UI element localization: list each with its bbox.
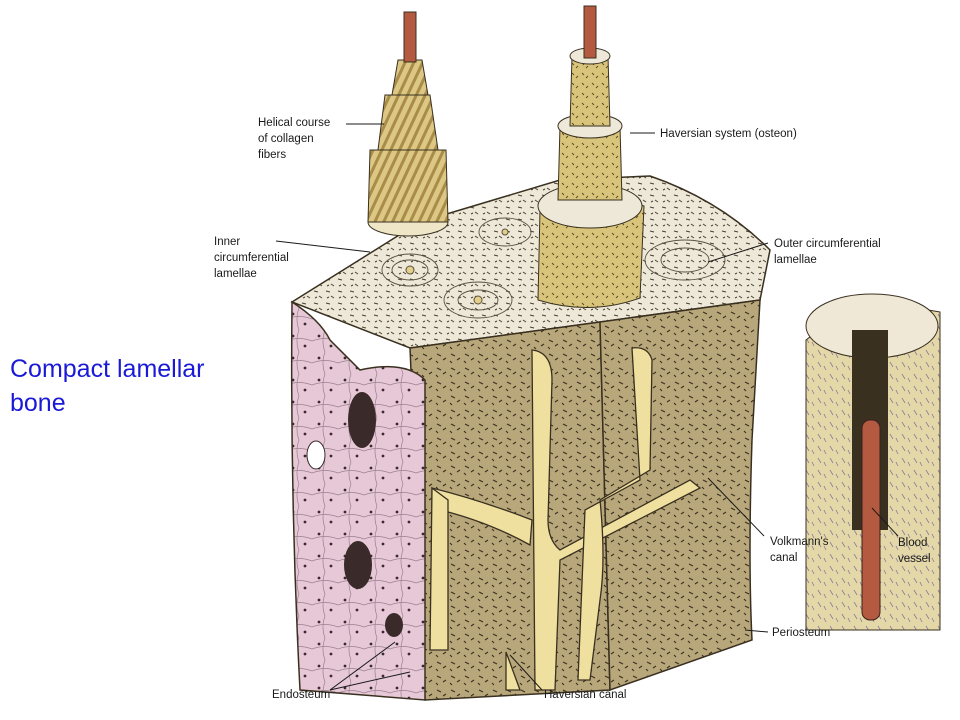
helical-collagen-column bbox=[367, 11, 449, 237]
osteon-column bbox=[537, 5, 645, 309]
slide-title-line-1: Compact lamellar bbox=[10, 355, 205, 383]
label-outer-1: Outer circumferential bbox=[774, 238, 881, 250]
inset-vessel-panel bbox=[805, 293, 941, 631]
label-helical-1: Helical course bbox=[258, 117, 330, 129]
slide-title-line-2: bone bbox=[10, 389, 66, 417]
label-blood-2: vessel bbox=[898, 553, 931, 565]
slide-title: Compact lamellar bone bbox=[10, 352, 270, 420]
label-outer-2: lamellae bbox=[774, 254, 817, 266]
label-periosteum: Periosteum bbox=[772, 627, 830, 639]
label-haversian-system: Haversian system (osteon) bbox=[660, 128, 797, 140]
endosteum-face bbox=[290, 300, 426, 701]
label-helical: Helical course of collagen fibers bbox=[258, 117, 330, 161]
label-inner-3: lamellae bbox=[214, 268, 257, 280]
label-blood-1: Blood bbox=[898, 537, 927, 549]
label-inner-lamellae: Inner circumferential lamellae bbox=[214, 236, 289, 280]
label-inner-1: Inner bbox=[214, 236, 240, 248]
haversian-canals bbox=[429, 347, 702, 691]
bone-block bbox=[290, 175, 771, 701]
leader-lines bbox=[275, 123, 899, 691]
label-haversian-canal: Haversian canal bbox=[544, 689, 626, 701]
label-inner-2: circumferential bbox=[214, 252, 289, 264]
label-helical-3: fibers bbox=[258, 149, 286, 161]
top-lamellae bbox=[381, 217, 726, 319]
label-outer-lamellae: Outer circumferential lamellae bbox=[774, 238, 881, 266]
label-volkmann-1: Volkmann's bbox=[770, 536, 829, 548]
label-helical-2: of collagen bbox=[258, 133, 314, 145]
label-endosteum: Endosteum bbox=[272, 689, 330, 701]
top-surface bbox=[290, 175, 771, 349]
label-blood-vessel: Blood vessel bbox=[898, 537, 931, 565]
label-volkmann-2: canal bbox=[770, 552, 798, 564]
label-volkmann: Volkmann's canal bbox=[770, 536, 829, 564]
